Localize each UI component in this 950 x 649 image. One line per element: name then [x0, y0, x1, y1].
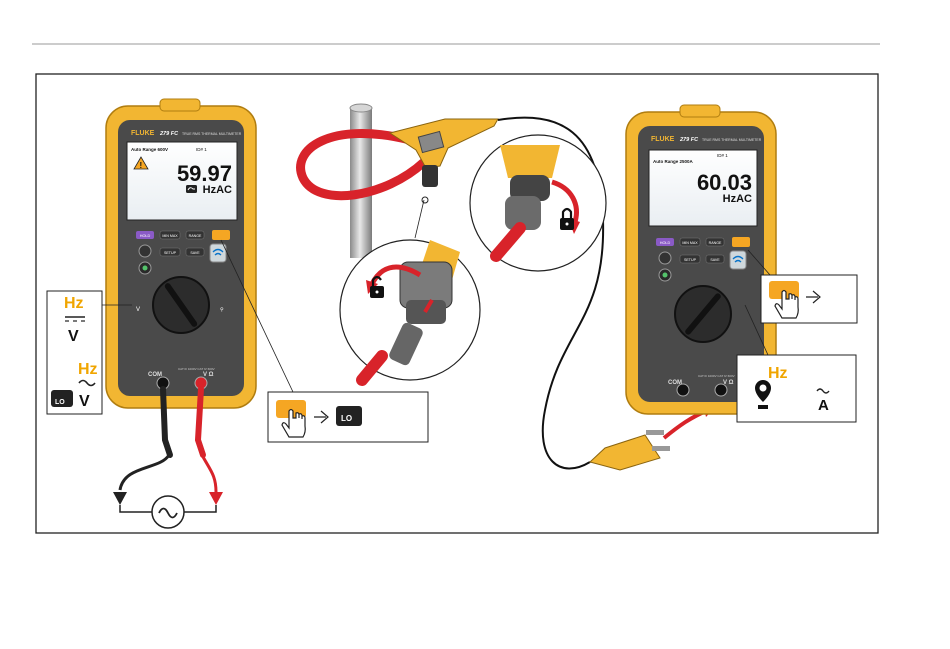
display-id: ID# 1 [196, 147, 207, 152]
meter-model-sub: TRUE RMS THERMAL MULTIMETER [182, 132, 242, 136]
display-unit: HzAC [723, 193, 752, 205]
hand-press-icon [774, 289, 799, 319]
jack-cat-note: CAT III 1000V CAT IV 600V [698, 374, 735, 378]
meter-hanger [159, 98, 201, 112]
hold-key-label: HOLD [140, 234, 151, 238]
svg-text:!: ! [140, 161, 143, 170]
range-key-label: RANGE [709, 241, 722, 245]
dial-mark-iflex: ⚲ [220, 307, 224, 313]
right-function-callout: Hz A [736, 304, 857, 423]
display-unit: HzAC [203, 184, 232, 196]
warning-icon: ! [133, 156, 149, 170]
meter-display [648, 149, 758, 227]
arrow-right-icon [314, 410, 329, 424]
display-reading: 59.97 [177, 161, 232, 186]
display-range: Auto Range 600V [131, 147, 168, 152]
meter-model-sub: TRUE RMS THERMAL MULTIMETER [702, 138, 762, 142]
minmax-key[interactable] [159, 230, 181, 240]
com-jack-label: COM [668, 380, 682, 386]
meter-model: 279 FC [679, 137, 699, 143]
meter-brand: FLUKE [651, 136, 675, 143]
hand-press-icon [281, 408, 306, 438]
minmax-key-label: MIN MAX [682, 241, 698, 245]
callout-hz-right: Hz [768, 365, 788, 382]
lo-icon-label: LO [55, 399, 65, 406]
lock-detail [469, 134, 607, 272]
callout-v-ac: V [79, 393, 90, 410]
iflex-probe-icon [755, 380, 771, 409]
hold-key[interactable] [656, 238, 674, 246]
minmax-key-label: MIN MAX [162, 234, 178, 238]
lock-icon [560, 207, 574, 230]
yellow-function-key[interactable] [732, 237, 750, 247]
right-key-callout [747, 249, 858, 324]
v-jack[interactable] [714, 383, 728, 397]
save-key-label: SAVE [190, 251, 200, 255]
dial-mark-v: V [136, 307, 140, 313]
meter-hanger [679, 104, 721, 118]
save-key[interactable] [185, 247, 205, 257]
save-key-label: SAVE [710, 258, 720, 262]
v-jack-label: V Ω [203, 372, 214, 378]
jack-cat-note: CAT III 1000V CAT IV 600V [178, 367, 215, 371]
lo-filter-icon: LO [336, 406, 362, 426]
meter-display [126, 141, 238, 221]
multimeter-right: FLUKE 279 FC TRUE RMS THERMAL MULTIMETER… [625, 104, 777, 415]
save-key[interactable] [705, 254, 725, 264]
unlock-icon [370, 275, 384, 298]
minmax-key[interactable] [679, 237, 701, 247]
setup-key-label: SETUP [684, 258, 697, 262]
setup-key[interactable] [679, 254, 701, 264]
meter-model: 279 FC [159, 131, 179, 137]
setup-key-label: SETUP [164, 251, 177, 255]
lo-filter-icon: LO [51, 390, 73, 407]
callout-hz-bottom: Hz [78, 361, 98, 378]
com-jack[interactable] [676, 383, 690, 397]
v-jack-label: V Ω [723, 380, 734, 386]
backlight-key[interactable] [138, 244, 152, 258]
arrow-right-icon [806, 290, 821, 304]
display-id: ID# 1 [717, 153, 728, 158]
ac-source-icon [119, 495, 217, 529]
hold-key[interactable] [136, 231, 154, 239]
meter-brand: FLUKE [131, 130, 155, 137]
range-key-label: RANGE [189, 234, 202, 238]
lo-filter-icon [186, 185, 197, 193]
callout-a-ac: A [818, 397, 829, 414]
com-jack-label: COM [148, 372, 162, 378]
left-function-callout: Hz V Hz LO V [46, 290, 132, 415]
display-range: Auto Range 2500A [653, 159, 694, 164]
key-press-callout: LO [220, 239, 429, 443]
multimeter-left: FLUKE 279 FC TRUE RMS THERMAL MULTIMETER… [105, 98, 257, 409]
backlight-key[interactable] [658, 251, 672, 265]
conductor-pole [349, 103, 373, 258]
hold-key-label: HOLD [660, 241, 671, 245]
iflex-probe-icon [296, 116, 605, 470]
test-leads [113, 386, 223, 505]
callout-hz-top: Hz [64, 295, 84, 312]
range-key[interactable] [705, 237, 725, 247]
figure-frame [35, 73, 879, 534]
range-key[interactable] [185, 230, 205, 240]
lo-icon-label-2: LO [341, 414, 352, 423]
callout-v-dc: V [68, 328, 79, 345]
setup-key[interactable] [159, 247, 181, 257]
yellow-function-key[interactable] [212, 230, 230, 240]
unlock-detail [339, 199, 481, 386]
display-reading: 60.03 [697, 170, 752, 195]
